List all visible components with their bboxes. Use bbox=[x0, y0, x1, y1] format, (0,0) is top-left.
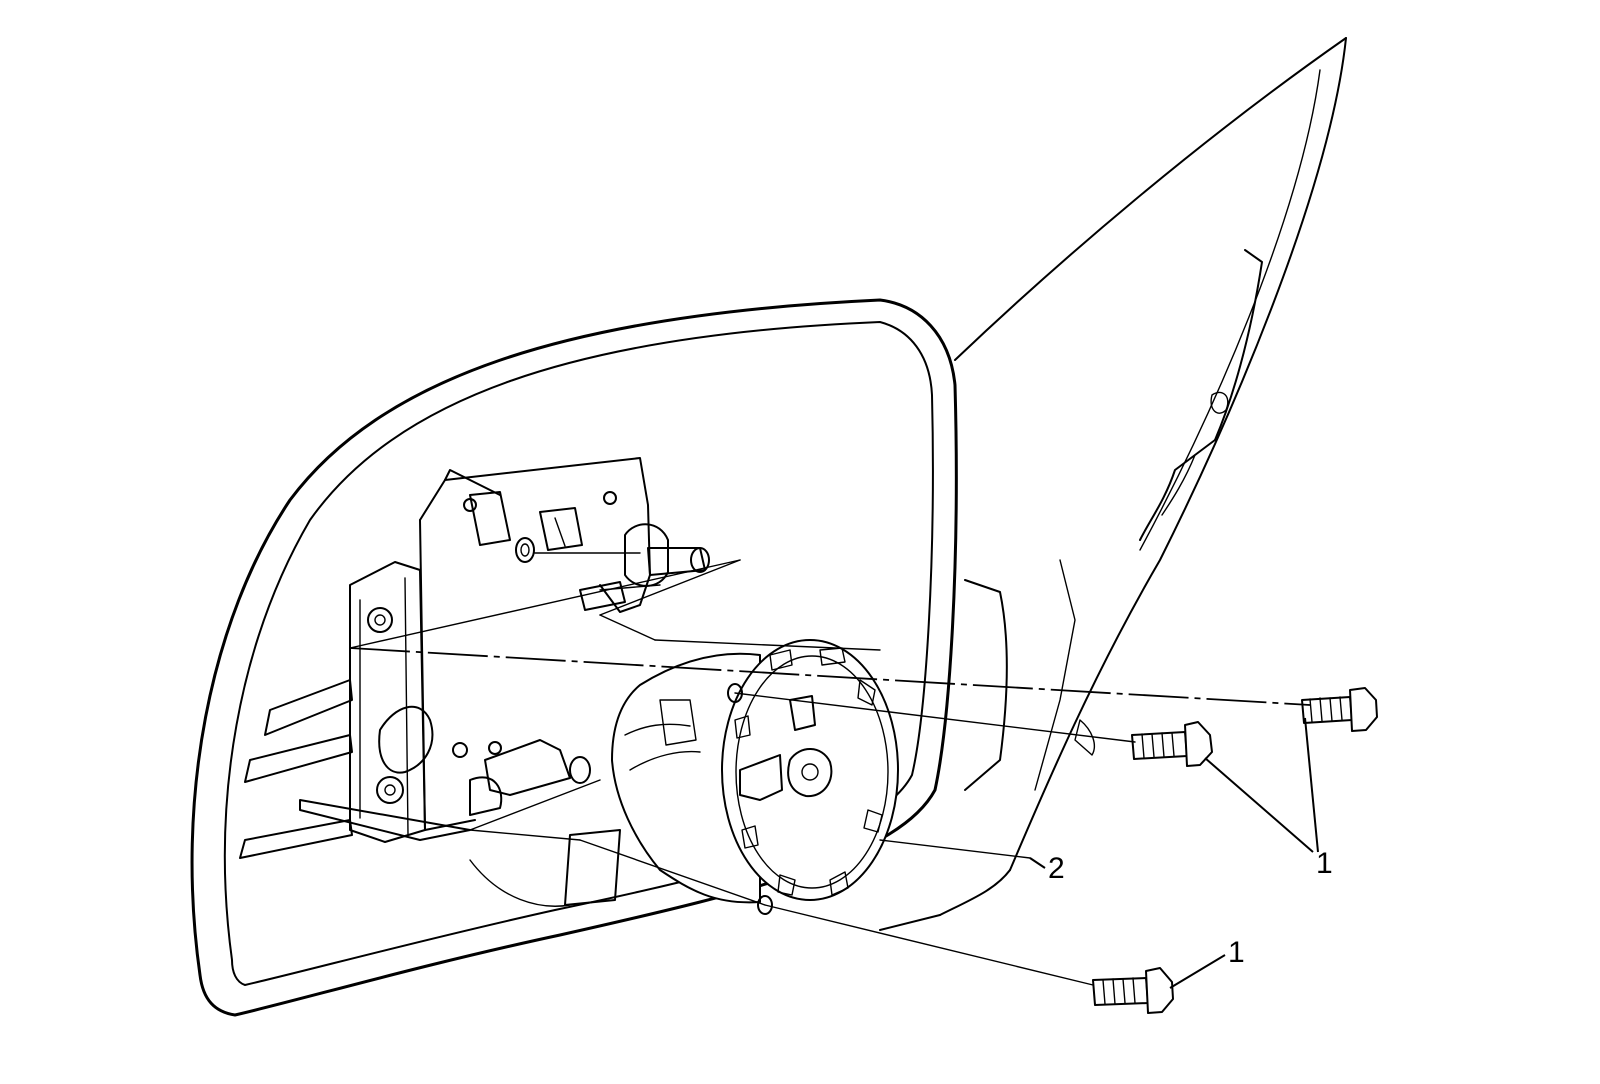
alignment-lines bbox=[349, 552, 1311, 986]
bolt-upper-front bbox=[1131, 721, 1213, 767]
callout-leaders bbox=[1029, 717, 1319, 989]
bolt-upper-rear bbox=[1301, 687, 1378, 732]
bolt-lower bbox=[1092, 967, 1174, 1014]
callout-bolt-upper: 1 bbox=[1316, 847, 1333, 880]
mirror-backing-plate bbox=[239, 457, 710, 907]
mirror-arm bbox=[879, 37, 1347, 931]
mirror-housing bbox=[190, 298, 958, 1017]
callout-motor: 2 bbox=[1048, 852, 1065, 885]
callout-bolt-lower: 1 bbox=[1228, 936, 1245, 969]
mirror-motor bbox=[611, 639, 899, 915]
